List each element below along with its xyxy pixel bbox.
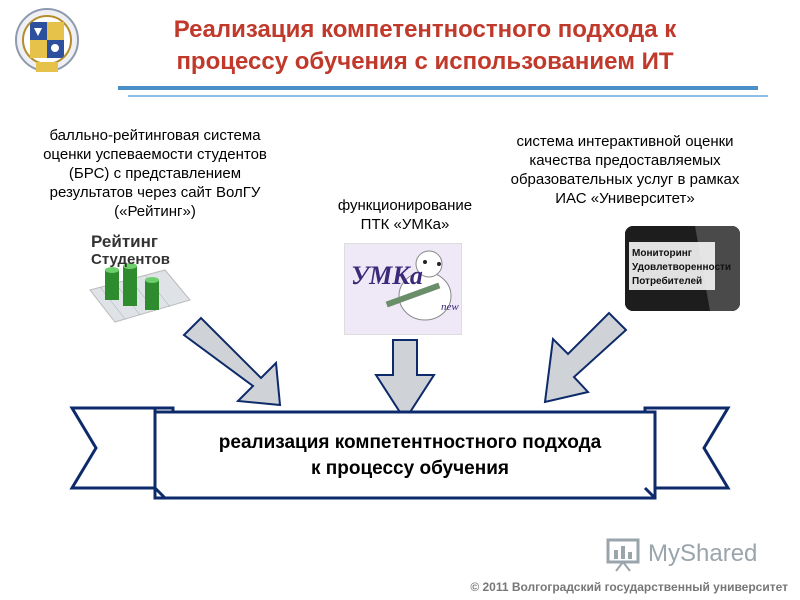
banner-line-1: реализация компетентностного подхода: [160, 430, 660, 456]
banner-line-2: к процессу обучения: [160, 456, 660, 482]
myshared-watermark: MyShared: [604, 536, 764, 572]
banner-text: реализация компетентностного подхода к п…: [160, 430, 660, 482]
arrow-left: [184, 318, 280, 405]
watermark-text: MyShared: [648, 540, 757, 568]
arrow-middle: [376, 340, 434, 420]
arrow-right: [545, 313, 626, 402]
presentation-icon: [604, 536, 644, 572]
copyright-footer: © 2011 Волгоградский государственный уни…: [470, 580, 788, 594]
